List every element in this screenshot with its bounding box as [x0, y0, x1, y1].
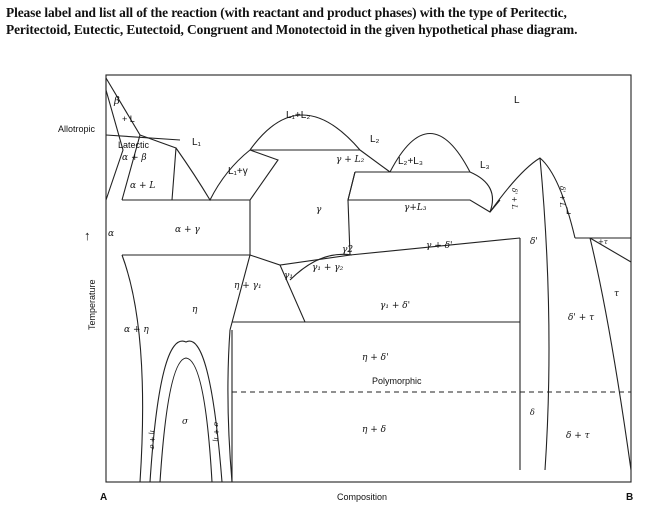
label-beta: β [113, 96, 120, 107]
label-l2: L₂ [370, 134, 380, 145]
label-gamma2: γ2 [342, 245, 353, 255]
label-delta-p-tau: δ' + τ [568, 313, 595, 323]
latectic-line [105, 134, 181, 141]
label-tau: τ [614, 289, 620, 299]
label-eta-sigma-left: η + σ [148, 430, 156, 450]
l3-liquidus [469, 171, 494, 213]
label-l1-l2: L₁+L₂ [286, 110, 310, 121]
gamma-l2-boundary [359, 149, 391, 173]
delta-p-right-boundary [539, 157, 550, 471]
tau-boundary [589, 237, 632, 471]
label-alpha: α [108, 229, 114, 239]
diagram-frame [105, 74, 632, 483]
label-gamma-l3: γ+L₃ [404, 203, 427, 213]
label-l-top: L [514, 95, 520, 106]
label-gamma1-delta-p: γ₁ + δ' [380, 301, 410, 311]
label-gamma-l2: γ + L₂ [336, 155, 365, 165]
label-allotropic: Allotropic [58, 124, 96, 134]
label-alpha-eta: α + η [124, 325, 149, 335]
label-delta-tau: δ + τ [566, 431, 591, 441]
label-delta-p-l-b: δ' + L [558, 186, 566, 207]
label-beta-l: + L [122, 114, 135, 124]
label-eta: η [192, 305, 198, 315]
gamma-field-boundary [249, 149, 356, 266]
label-l1: L₁ [192, 137, 202, 148]
label-sigma-eta-right: σ + η [212, 422, 220, 442]
axis-x-label: Composition [337, 492, 387, 502]
label-l1-gamma: L₁+γ [228, 166, 248, 177]
sigma-inner-dome [159, 357, 213, 483]
delta-p-l-boundary [589, 237, 632, 263]
label-polymorphic: Polymorphic [372, 376, 422, 386]
sigma-outer-dome [149, 340, 223, 483]
question-line-1: Please label and list all of the reactio… [6, 5, 567, 20]
gamma-delta-boundary [349, 237, 521, 256]
eta-boundary-upper [210, 254, 251, 331]
label-alpha-gamma: α + γ [175, 225, 200, 235]
label-gamma-delta-p: γ + δ' [426, 241, 453, 251]
beta-alpha-boundary [105, 89, 124, 201]
label-eta-gamma1: η + γ₁ [234, 281, 262, 291]
label-gamma1-gamma2: γ₁ + γ₂ [312, 263, 344, 273]
label-gamma1: γ₁ [284, 271, 293, 281]
alpha-eta-boundary [121, 254, 144, 483]
axis-end-b: B [626, 492, 633, 503]
label-alpha-beta: α + β [122, 153, 147, 163]
label-alpha-l: α + L [130, 181, 155, 191]
question-text: Please label and list all of the reactio… [6, 4, 662, 38]
label-delta-p: δ' [530, 237, 538, 247]
label-delta-p-l-a: δ' + L [510, 188, 518, 209]
label-tau-small: +τ [598, 238, 608, 246]
question-line-2: Peritectoid, Eutectic, Eutectoid, Congru… [6, 22, 578, 37]
gamma1-gamma2-dome [289, 253, 353, 281]
label-sigma: σ [182, 417, 189, 427]
l1-l2-miscibility-dome [249, 114, 361, 151]
label-latectic: Latectic [118, 140, 150, 150]
axis-y-label: Temperature [87, 279, 97, 330]
label-l-right: L [566, 206, 571, 216]
label-gamma: γ [316, 205, 322, 215]
label-l2-l3: L₂+L₃ [398, 156, 423, 167]
l2-l3-miscibility-dome [389, 132, 471, 173]
label-l3: L₃ [480, 160, 490, 171]
eta-right-boundary [227, 329, 233, 483]
label-eta-delta-p: η + δ' [362, 353, 389, 363]
label-delta: δ [530, 408, 535, 417]
axis-end-a: A [100, 492, 107, 503]
label-eta-delta: η + δ [362, 425, 386, 435]
eta-gamma1-line [279, 264, 520, 323]
axis-y-arrow: ↑ [84, 228, 91, 243]
